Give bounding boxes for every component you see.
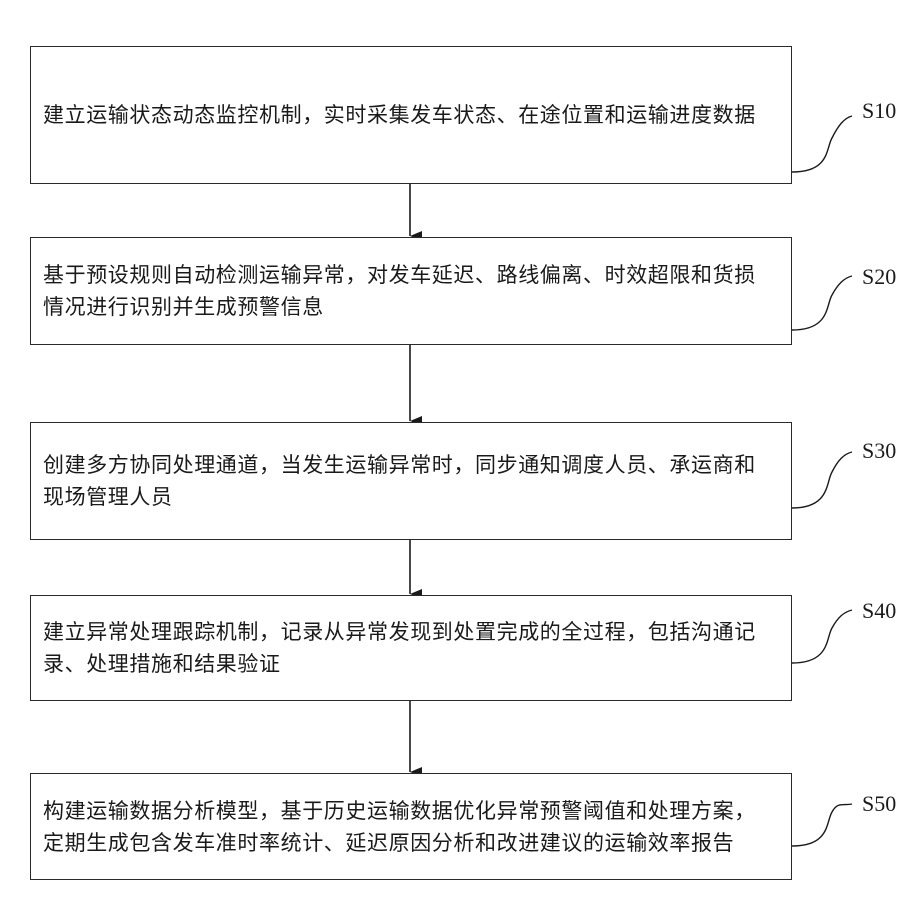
step-label-s30: S30 bbox=[862, 438, 896, 464]
step-text-s50: 构建运输数据分析模型，基于历史运输数据优化异常预警阈值和处理方案，定期生成包含发… bbox=[43, 795, 777, 859]
step-label-s20: S20 bbox=[862, 264, 896, 290]
step-text-s20: 基于预设规则自动检测运输异常，对发车延迟、路线偏离、时效超限和货损情况进行识别并… bbox=[43, 259, 777, 323]
step-box-s50: 构建运输数据分析模型，基于历史运输数据优化异常预警阈值和处理方案，定期生成包含发… bbox=[30, 773, 792, 880]
step-box-s30: 创建多方协同处理通道，当发生运输异常时，同步通知调度人员、承运商和现场管理人员 bbox=[30, 422, 792, 540]
leader-curve-s50 bbox=[792, 804, 852, 846]
step-box-s20: 基于预设规则自动检测运输异常，对发车延迟、路线偏离、时效超限和货损情况进行识别并… bbox=[30, 237, 792, 345]
leader-curve-s40 bbox=[792, 610, 852, 663]
leader-curve-s30 bbox=[792, 452, 852, 508]
step-text-s40: 建立异常处理跟踪机制，记录从异常发现到处置完成的全过程，包括沟通记录、处理措施和… bbox=[43, 616, 777, 680]
step-label-s40: S40 bbox=[862, 598, 896, 624]
step-box-s40: 建立异常处理跟踪机制，记录从异常发现到处置完成的全过程，包括沟通记录、处理措施和… bbox=[30, 595, 792, 701]
leader-curve-s20 bbox=[792, 276, 852, 330]
step-box-s10: 建立运输状态动态监控机制，实时采集发车状态、在途位置和运输进度数据 bbox=[30, 46, 792, 184]
step-label-s50: S50 bbox=[862, 791, 896, 817]
leader-curve-s10 bbox=[792, 116, 852, 172]
step-text-s30: 创建多方协同处理通道，当发生运输异常时，同步通知调度人员、承运商和现场管理人员 bbox=[43, 449, 777, 513]
step-label-s10: S10 bbox=[862, 98, 896, 124]
step-text-s10: 建立运输状态动态监控机制，实时采集发车状态、在途位置和运输进度数据 bbox=[43, 99, 777, 131]
